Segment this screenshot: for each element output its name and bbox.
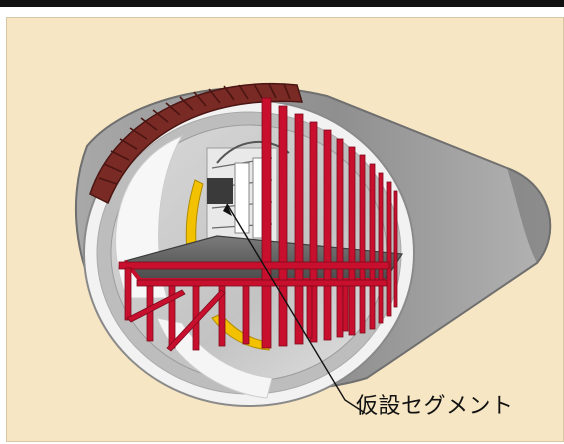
callout-leader bbox=[223, 203, 366, 414]
diagram-frame: 仮設セグメント bbox=[6, 17, 564, 442]
interior-machinery bbox=[206, 140, 290, 244]
tunnel-cutaway-illustration bbox=[74, 82, 552, 414]
top-border bbox=[0, 0, 564, 7]
temporary-segments bbox=[89, 82, 304, 205]
red-scaffold-frame bbox=[118, 261, 390, 352]
temporary-segment-label: 仮設セグメント bbox=[356, 394, 514, 419]
red-scaffold-posts bbox=[261, 97, 398, 349]
inner-lining bbox=[115, 134, 273, 399]
